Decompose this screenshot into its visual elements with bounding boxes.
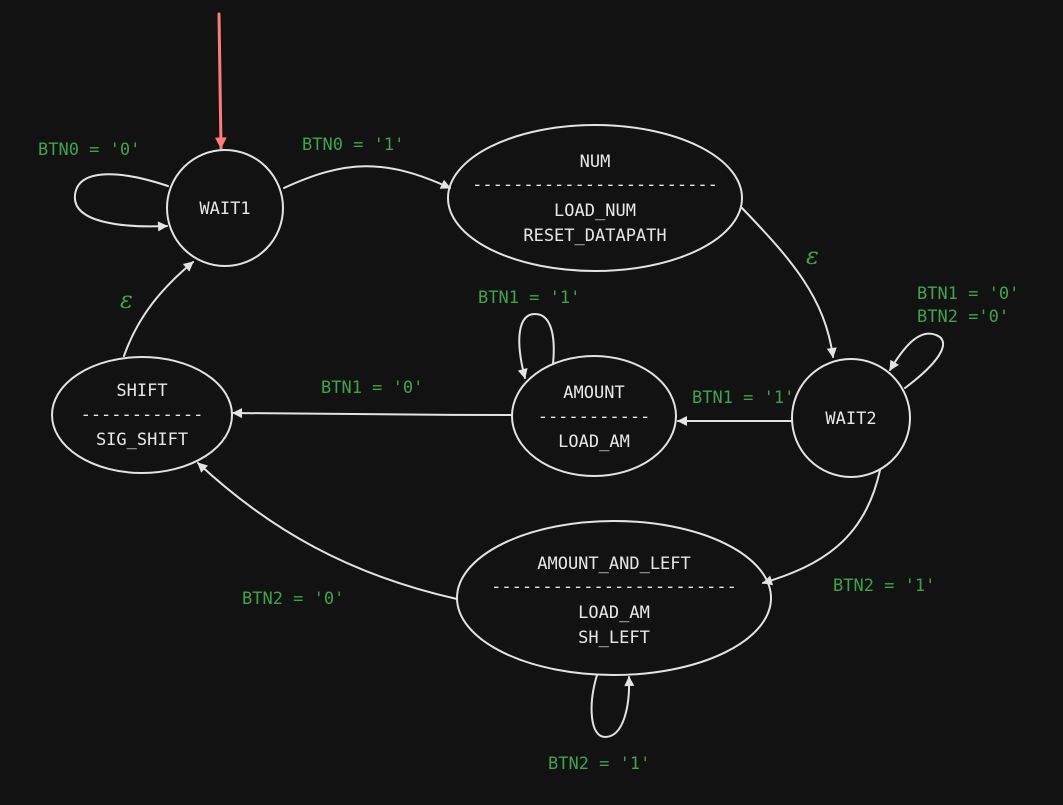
- label-wait1-to-num: BTN0 = '1': [302, 135, 404, 155]
- edge-wait2-self: [889, 332, 945, 389]
- edge-wait1-to-num: [283, 165, 451, 189]
- label-wait1-self: BTN0 = '0': [38, 140, 140, 160]
- state-amount-and-left[interactable]: AMOUNT_AND_LEFT ------------------------…: [456, 520, 772, 676]
- state-amount-and-left-name: AMOUNT_AND_LEFT: [537, 554, 691, 574]
- label-amount-to-shift: BTN1 = '0': [321, 378, 423, 398]
- state-num-action-1: LOAD_NUM: [554, 201, 636, 221]
- edge-shift-to-wait1: [123, 261, 194, 357]
- state-num-separator: ------------------------: [472, 175, 718, 195]
- state-shift-separator: ------------: [81, 405, 204, 425]
- state-amount-and-left-separator: ------------------------: [491, 577, 737, 597]
- state-shift[interactable]: SHIFT ------------ SIG_SHIFT: [51, 356, 233, 474]
- label-amount-and-left-self: BTN2 = '1': [548, 754, 650, 774]
- state-num-action-2: RESET_DATAPATH: [523, 226, 666, 246]
- edge-amount-and-left-to-shift: [197, 462, 458, 600]
- state-wait1-circle: [166, 149, 284, 267]
- label-wait2-to-amount: BTN1 = '1': [692, 388, 794, 408]
- state-num[interactable]: NUM ------------------------ LOAD_NUM RE…: [447, 124, 743, 272]
- state-shift-name: SHIFT: [116, 381, 167, 401]
- edge-num-to-wait2: [741, 207, 837, 358]
- edge-wait1-self: [73, 173, 169, 232]
- edge-amount-and-left-self: [590, 674, 635, 739]
- state-amount-action-1: LOAD_AM: [558, 432, 630, 452]
- state-shift-ellipse: [51, 356, 233, 474]
- state-num-ellipse: [447, 124, 743, 272]
- state-wait2-name: WAIT2: [825, 409, 876, 429]
- initial-state-arrow: [215, 12, 227, 150]
- edge-wait2-to-amount-and-left: [762, 469, 881, 586]
- label-amount-and-left-to-shift: BTN2 = '0': [242, 589, 344, 609]
- state-wait2-circle: [791, 358, 911, 478]
- state-amount-and-left-ellipse: [456, 520, 772, 676]
- label-num-to-wait2: ε: [806, 242, 819, 270]
- label-shift-to-wait1: ε: [120, 286, 133, 314]
- label-amount-self: BTN1 = '1': [478, 288, 580, 308]
- state-num-name: NUM: [580, 152, 611, 172]
- edge-amount-self: [517, 312, 555, 379]
- state-amount[interactable]: AMOUNT ----------- LOAD_AM: [511, 355, 677, 477]
- edge-amount-to-shift: [232, 408, 513, 419]
- state-shift-action-1: SIG_SHIFT: [96, 430, 188, 450]
- state-amount-and-left-action-1: LOAD_AM: [578, 603, 650, 623]
- state-amount-name: AMOUNT: [563, 383, 624, 403]
- state-amount-separator: -----------: [538, 407, 651, 427]
- label-wait2-to-amount-and-left: BTN2 = '1': [833, 576, 935, 596]
- state-wait2[interactable]: WAIT2: [791, 358, 911, 478]
- state-wait1-name: WAIT1: [199, 199, 250, 219]
- label-wait2-self-line1: BTN1 = '0': [917, 284, 1019, 304]
- state-amount-and-left-action-2: SH_LEFT: [578, 628, 650, 648]
- state-wait1[interactable]: WAIT1: [166, 149, 284, 267]
- label-wait2-self-line2: BTN2 ='0': [917, 307, 1009, 327]
